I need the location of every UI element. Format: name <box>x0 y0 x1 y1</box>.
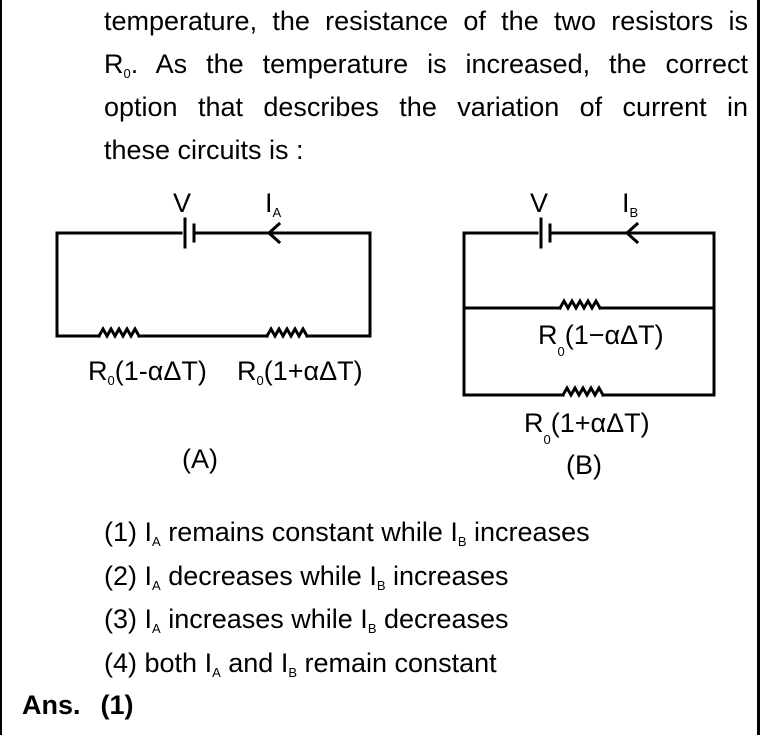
circuit-a-resistor-1-symbol <box>96 325 142 340</box>
circuit-b-resistor-2-label: R0(1+αΔT) <box>524 408 650 447</box>
circuit-b <box>462 217 716 399</box>
option-4[interactable]: (4) both IA and IB remain constant <box>104 647 497 680</box>
circuit-b-current-label: IB <box>622 188 638 220</box>
circuit-a <box>55 217 372 340</box>
circuit-a-caption: (A) <box>182 444 218 474</box>
circuit-b-caption: (B) <box>566 450 602 480</box>
answer-line: Ans. (1) <box>22 690 134 721</box>
circuit-b-current-arrow <box>624 221 640 245</box>
option-1[interactable]: (1) IA remains constant while IB increas… <box>104 517 590 549</box>
question-line-4: these circuits is : <box>104 135 304 165</box>
question-line-2: R0. As the temperature is increased, the… <box>104 49 748 81</box>
circuit-a-resistor-2-label: R0(1+αΔT) <box>237 356 363 388</box>
option-3[interactable]: (3) IA increases while IB decreases <box>104 604 509 636</box>
option-2[interactable]: (2) IA decreases while IB increases <box>104 560 509 593</box>
circuit-b-resistor-1-symbol <box>557 297 603 312</box>
circuit-b-resistor-2-symbol <box>560 384 606 399</box>
question-line-3: option that describes the variation of c… <box>104 92 748 122</box>
circuit-a-battery-label: V <box>173 188 191 218</box>
question-text: temperature, the resistance of the two r… <box>104 0 748 172</box>
answer-label: Ans. <box>22 690 81 720</box>
circuit-b-resistor-1-label: R0(1−αΔT) <box>538 320 664 359</box>
answer-value: (1) <box>100 690 134 720</box>
circuit-diagrams: V IA R0(1-αΔT) R0(1+αΔT) (A) V IB R0(1−α… <box>55 188 716 480</box>
circuit-a-resistor-2-symbol <box>264 325 310 340</box>
frame-right-border <box>757 0 760 735</box>
answer-options: (1) IA remains constant while IB increas… <box>104 511 590 685</box>
circuit-a-current-arrow <box>266 221 282 245</box>
circuit-b-battery-label: V <box>530 188 548 218</box>
circuit-a-current-label: IA <box>265 188 282 220</box>
circuit-a-resistor-1-label: R0(1-αΔT) <box>88 356 207 388</box>
question-line-1: temperature, the resistance of the two r… <box>104 6 748 36</box>
frame-left-border <box>0 0 2 735</box>
